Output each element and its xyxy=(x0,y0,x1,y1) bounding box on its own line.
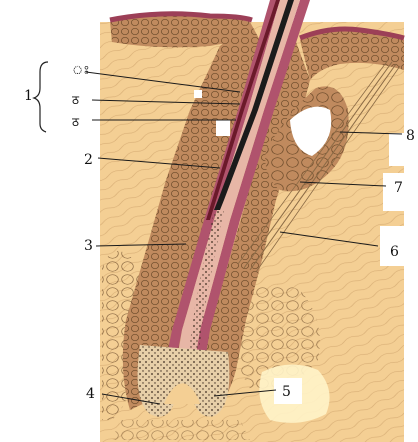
label-5-patch xyxy=(259,364,329,422)
label-8: 8 xyxy=(406,128,415,144)
label-5: 5 xyxy=(282,384,291,400)
label-3: 3 xyxy=(84,238,93,254)
label-1: 1 xyxy=(24,88,33,104)
label-2: 2 xyxy=(84,152,93,168)
label-6: 6 xyxy=(390,244,399,260)
label-sub-c: ठ xyxy=(72,115,80,129)
label-4: 4 xyxy=(86,386,95,402)
label-7: 7 xyxy=(394,180,403,196)
label-sub-b: ठ xyxy=(72,93,80,107)
label-sub-a: ঃ xyxy=(72,63,90,77)
